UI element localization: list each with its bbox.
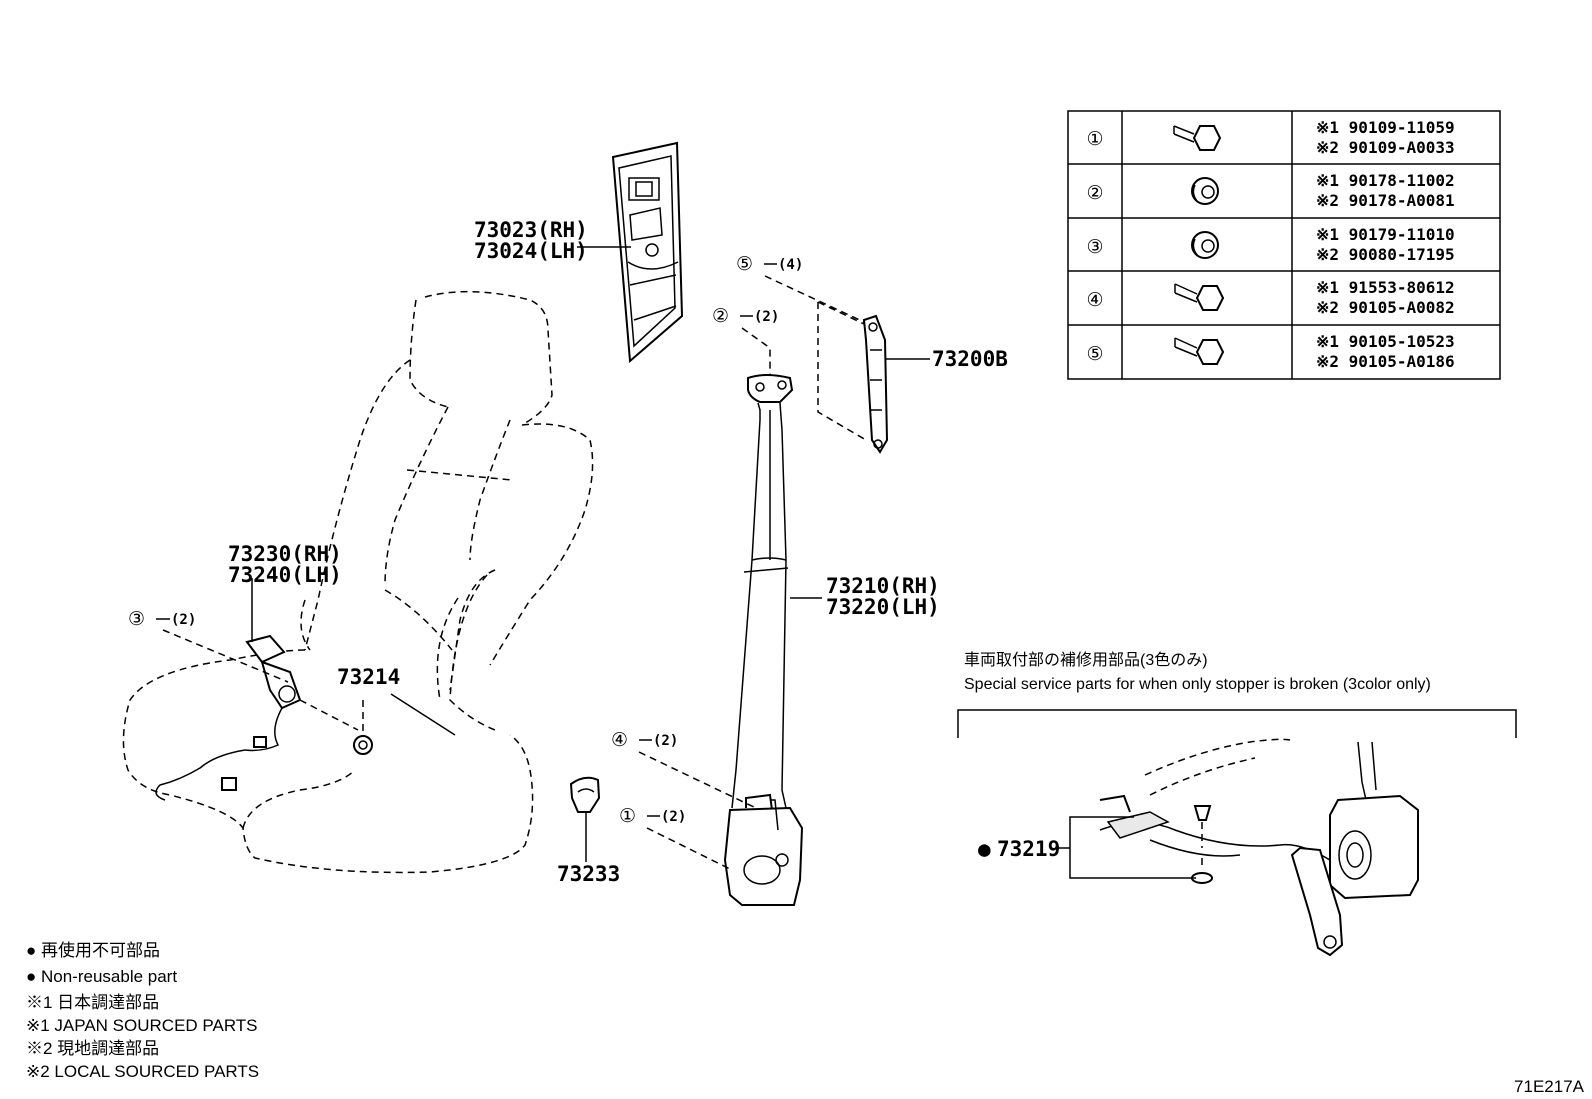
part-label-73214: 73214 [337,665,400,689]
callout-number: ⑤ [736,253,753,275]
part-label-73210: 73210(RH) [826,574,940,598]
anchor-cover-drawing [569,776,601,813]
table-row-number: ① [1086,128,1103,150]
legend-nonreusable-en: ● Non-reusable part [26,967,177,986]
legend-japan-sourced-jp: ※1 日本調達部品 [26,993,159,1012]
legend-local-sourced-jp: ※2 現地調達部品 [26,1039,159,1058]
table-jp-part-number: ※1 90109-11059 [1316,118,1455,137]
bolt-icon [1174,337,1225,365]
table-jp-part-number: ※1 90178-11002 [1316,171,1455,190]
callout-number: ① [619,805,636,827]
seat-belt-assembly-drawing [723,374,804,906]
table-local-part-number: ※2 90178-A0081 [1316,191,1455,210]
stopper-detail-drawing [1099,738,1419,957]
callout-quantity: (2) [754,309,779,325]
service-box-title-en: Special service parts for when only stop… [964,676,1431,693]
service-box-title-jp: 車両取付部の補修用部品(3色のみ) [964,651,1208,669]
callout-number: ③ [128,608,145,630]
seat-outline [122,290,594,874]
table-row-number: ③ [1086,236,1103,258]
bolt-icon [1173,125,1222,151]
buckle-drawing [155,634,302,801]
part-label-73219: 73219 [997,837,1060,861]
table-local-part-number: ※2 90105-A0186 [1316,352,1455,371]
part-label-73233: 73233 [557,862,620,886]
callout-quantity: (2) [653,733,678,749]
callout-number: ④ [611,729,628,751]
bolt-icon [1174,283,1225,311]
table-jp-part-number: ※1 90179-11010 [1316,225,1455,244]
callout-quantity: (2) [171,612,196,628]
service-parts-box [957,709,1517,738]
part-label-73023: 73023(RH) [474,218,588,242]
legend: ● 再使用不可部品 ● Non-reusable part ※1 日本調達部品 … [26,940,259,1081]
callout-number: ② [712,305,729,327]
part-label-73200B: 73200B [932,347,1008,371]
callout-quantity: (2) [661,809,686,825]
table-jp-part-number: ※1 91553-80612 [1316,278,1455,297]
part-label-73230: 73230(RH) [228,542,342,566]
table-jp-part-number: ※1 90105-10523 [1316,332,1455,351]
nonreusable-mark: ● [978,837,991,861]
part-label-73220: 73220(LH) [826,595,940,619]
part-label-73024: 73024(LH) [474,239,588,263]
shoulder-adjuster-drawing [862,314,889,454]
pillar-garnish-drawing [611,141,684,364]
table-row-number: ⑤ [1086,343,1103,365]
table-local-part-number: ※2 90109-A0033 [1316,138,1455,157]
legend-nonreusable-jp: ● 再使用不可部品 [26,940,160,960]
nut-73214-drawing [353,735,373,755]
legend-local-sourced-en: ※2 LOCAL SOURCED PARTS [26,1062,259,1081]
legend-japan-sourced-en: ※1 JAPAN SOURCED PARTS [26,1016,258,1035]
table-local-part-number: ※2 90105-A0082 [1316,298,1455,317]
callout-quantity: (4) [778,257,803,273]
part-label-73240: 73240(LH) [228,563,342,587]
nut-icon [1191,231,1219,259]
table-local-part-number: ※2 90080-17195 [1316,245,1455,264]
table-row-number: ④ [1086,289,1103,311]
figure-code: 71E217A [1514,1077,1585,1096]
table-row-number: ② [1086,182,1103,204]
fastener-table: ① ※1 90109-11059 ※2 90109-A0033 ② ※1 901… [1067,110,1501,380]
nut-icon [1191,177,1219,205]
